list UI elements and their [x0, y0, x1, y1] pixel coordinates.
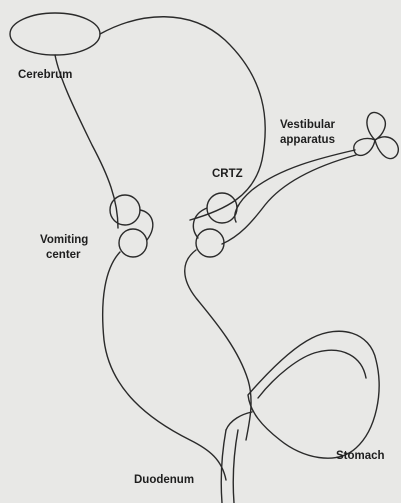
vomiting-center-label-line1: Vomiting — [40, 234, 88, 246]
vestibular-label-line1: Vestibular — [280, 119, 335, 131]
vestibular-apparatus-shape — [354, 112, 399, 158]
crtz-to-gut-path — [185, 250, 251, 440]
cerebrum-to-vomiting-left-path — [100, 17, 265, 220]
vomiting-center-upper-circle — [110, 195, 140, 225]
crtz-label: CRTZ — [212, 168, 243, 180]
cerebrum-shape — [10, 13, 100, 55]
vestibular-label-line2: apparatus — [280, 134, 335, 146]
vomiting-center-lower-circle — [119, 229, 147, 257]
vomiting-center-descending-path — [103, 252, 226, 480]
stomach-inner-curve — [258, 350, 366, 398]
cerebrum-label: Cerebrum — [18, 69, 72, 81]
stomach-outline — [248, 331, 379, 458]
duodenum-label: Duodenum — [134, 474, 194, 486]
crtz-lower-circle — [196, 229, 224, 257]
duodenum-tube-right — [233, 430, 238, 503]
stomach-label: Stomach — [336, 450, 385, 462]
duodenum-tube-left — [221, 430, 226, 503]
vomiting-center-label-line2: center — [46, 249, 81, 261]
vomiting-center-connector — [140, 210, 153, 240]
